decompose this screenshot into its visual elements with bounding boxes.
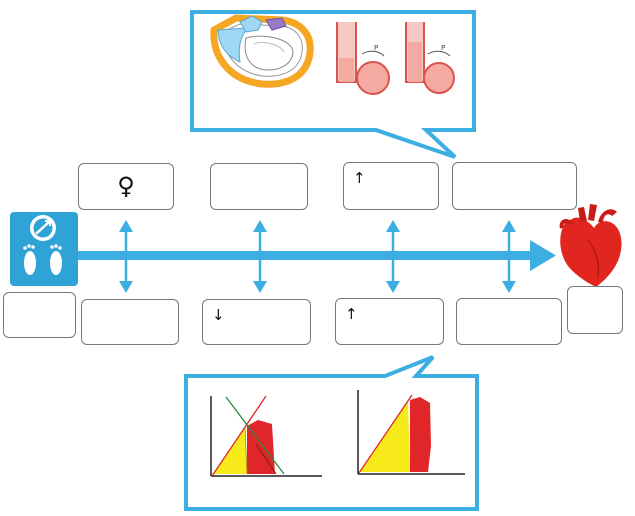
up-arrow-symbol-bottom: ↑ [345,305,358,323]
bottom-callout-bubble [184,355,479,511]
bottom-box-2[interactable]: ↓ [202,299,311,345]
top-box-3[interactable]: ↑ [343,162,439,210]
top-box-1[interactable]: ♀ [78,163,174,210]
bottom-box-1[interactable] [81,299,179,345]
top-box-4[interactable] [452,162,577,210]
bottom-box-3[interactable]: ↑ [335,298,444,345]
pressure-volume-plot-2 [357,390,465,475]
left-end-box[interactable] [3,292,76,338]
main-timeline-arrow [78,240,556,271]
female-symbol: ♀ [117,172,135,200]
up-arrow-symbol: ↑ [353,169,366,187]
pressure-volume-plot-1 [210,395,322,477]
weighing-scale-icon [10,212,78,286]
vertical-double-arrows [119,220,516,293]
heart-cross-section-illustration [210,14,314,88]
pressure-tube-diagram-2 [405,22,455,94]
down-arrow-symbol: ↓ [212,306,225,324]
heart-icon [559,204,622,287]
tube-label-1: P [374,44,379,52]
right-end-box[interactable] [567,286,623,334]
top-box-2[interactable] [210,163,308,210]
tube-label-2: P [441,44,446,52]
bottom-box-4[interactable] [456,298,562,345]
pressure-tube-diagram-1 [336,22,390,95]
